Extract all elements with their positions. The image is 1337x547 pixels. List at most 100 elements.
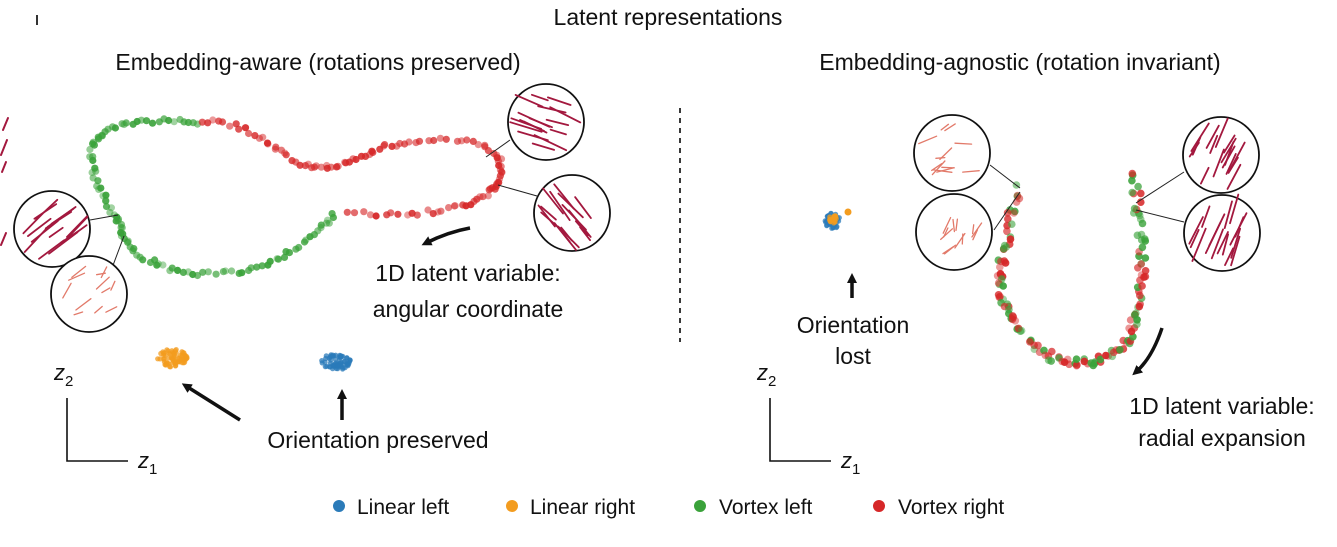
right-panel-heading: Embedding-agnostic (rotation invariant): [819, 49, 1220, 75]
latent-point: [350, 209, 359, 217]
annotation-arrows: [181, 226, 1164, 422]
latent-point: [106, 208, 114, 217]
glyph-vector: [549, 128, 567, 136]
embedding-aware-trajectory: [86, 115, 506, 280]
latent-point: [259, 133, 267, 141]
latent-point: [1034, 341, 1042, 350]
latent-point: [129, 120, 137, 128]
latent-point: [463, 136, 471, 144]
vortex-left-segment: [86, 115, 337, 280]
latent-point: [94, 177, 102, 185]
latent-point: [310, 163, 319, 171]
latent-point: [193, 271, 202, 280]
latent-point: [1080, 357, 1089, 366]
linear-left-cluster: [319, 352, 353, 372]
glyph-vector: [1204, 221, 1222, 255]
glyph-vector: [1214, 117, 1229, 148]
latent-point: [1073, 361, 1081, 369]
orientation-lost-line1: Orientation: [797, 312, 910, 338]
latent-point: [1047, 357, 1055, 365]
glyph-vector: [1230, 227, 1241, 259]
latent-point: [158, 350, 164, 357]
latent-point: [1017, 326, 1026, 335]
latent-point: [157, 356, 163, 362]
glyph-vector: [954, 142, 973, 145]
glyph-vector: [942, 245, 955, 255]
glyph-vector: [101, 287, 111, 294]
latent-point: [328, 210, 336, 218]
right-annotation-line1: 1D latent variable:: [1129, 393, 1314, 419]
glyph-vector: [1230, 235, 1241, 267]
glyph-vector: [1228, 141, 1246, 173]
glyph-vector: [38, 239, 65, 260]
latent-point: [118, 120, 126, 128]
latent-point: [330, 363, 336, 369]
latent-point: [1137, 189, 1145, 198]
left-edge-glyph-remnant: [0, 117, 9, 246]
latent-point: [1096, 355, 1105, 364]
latent-point: [360, 208, 368, 216]
latent-point: [1128, 169, 1137, 178]
left-annotation-line2: angular coordinate: [373, 296, 564, 322]
latent-point: [827, 216, 833, 222]
latent-point: [1134, 182, 1142, 191]
latent-point: [169, 356, 175, 362]
latent-point: [1137, 230, 1146, 239]
latent-point: [155, 118, 163, 126]
glyph-vector: [75, 298, 92, 311]
latent-point: [1011, 317, 1020, 325]
glyph-vector: [952, 218, 956, 233]
latent-point: [1003, 227, 1011, 236]
latent-point: [1004, 215, 1012, 223]
glyph-vector: [1223, 200, 1233, 230]
glyph-vector: [557, 225, 580, 249]
glyph-vector: [509, 121, 543, 133]
latent-point: [184, 354, 190, 360]
latent-point: [339, 361, 345, 367]
glyph-vector: [579, 226, 591, 242]
latent-point: [327, 163, 335, 171]
agnostic-bottom-faint-glyph-icon: [915, 193, 993, 271]
latent-point: [1008, 220, 1016, 228]
latent-point: [1137, 198, 1145, 206]
glyph-vector: [1226, 163, 1242, 190]
glyph-vector: [1191, 136, 1202, 156]
glyph-vector: [961, 233, 964, 245]
latent-point: [154, 260, 162, 268]
glyph-vector: [1229, 193, 1240, 225]
orientation-preserved-label: Orientation preserved: [267, 427, 488, 453]
latent-point: [1065, 360, 1073, 369]
glyph-vector: [1209, 134, 1219, 154]
latent-point: [1110, 348, 1118, 357]
latent-point: [484, 192, 492, 200]
latent-point: [228, 267, 236, 275]
latent-point: [159, 261, 167, 269]
latent-point: [1141, 272, 1150, 281]
latent-point: [282, 151, 290, 159]
latent-point: [247, 264, 255, 272]
latent-point: [335, 366, 341, 372]
linear-right-marker-icon: [506, 500, 518, 512]
latent-point: [139, 256, 147, 264]
linear-right-cluster: [155, 347, 190, 370]
latent-point: [339, 353, 345, 359]
left-annotation-line1: 1D latent variable:: [375, 260, 560, 286]
collapsed-linear-right: [827, 213, 839, 226]
latent-point: [1003, 209, 1012, 217]
latent-point: [317, 163, 325, 171]
corner-mark: [36, 15, 38, 25]
glyph-vector: [561, 203, 587, 231]
glyph-boundary: [50, 255, 128, 333]
glyph-vector: [94, 305, 103, 314]
latent-point: [325, 219, 333, 227]
latent-point: [999, 245, 1008, 253]
glyph-vector: [545, 118, 570, 126]
left-faint-glyph-icon: [50, 255, 128, 333]
latent-point: [442, 135, 450, 143]
glyph-vector: [549, 106, 582, 124]
latent-point: [263, 139, 272, 147]
latent-point: [90, 141, 98, 149]
latent-point: [88, 168, 96, 177]
legend-label-vortex-right: Vortex right: [898, 496, 1004, 519]
latent-point: [296, 161, 304, 169]
